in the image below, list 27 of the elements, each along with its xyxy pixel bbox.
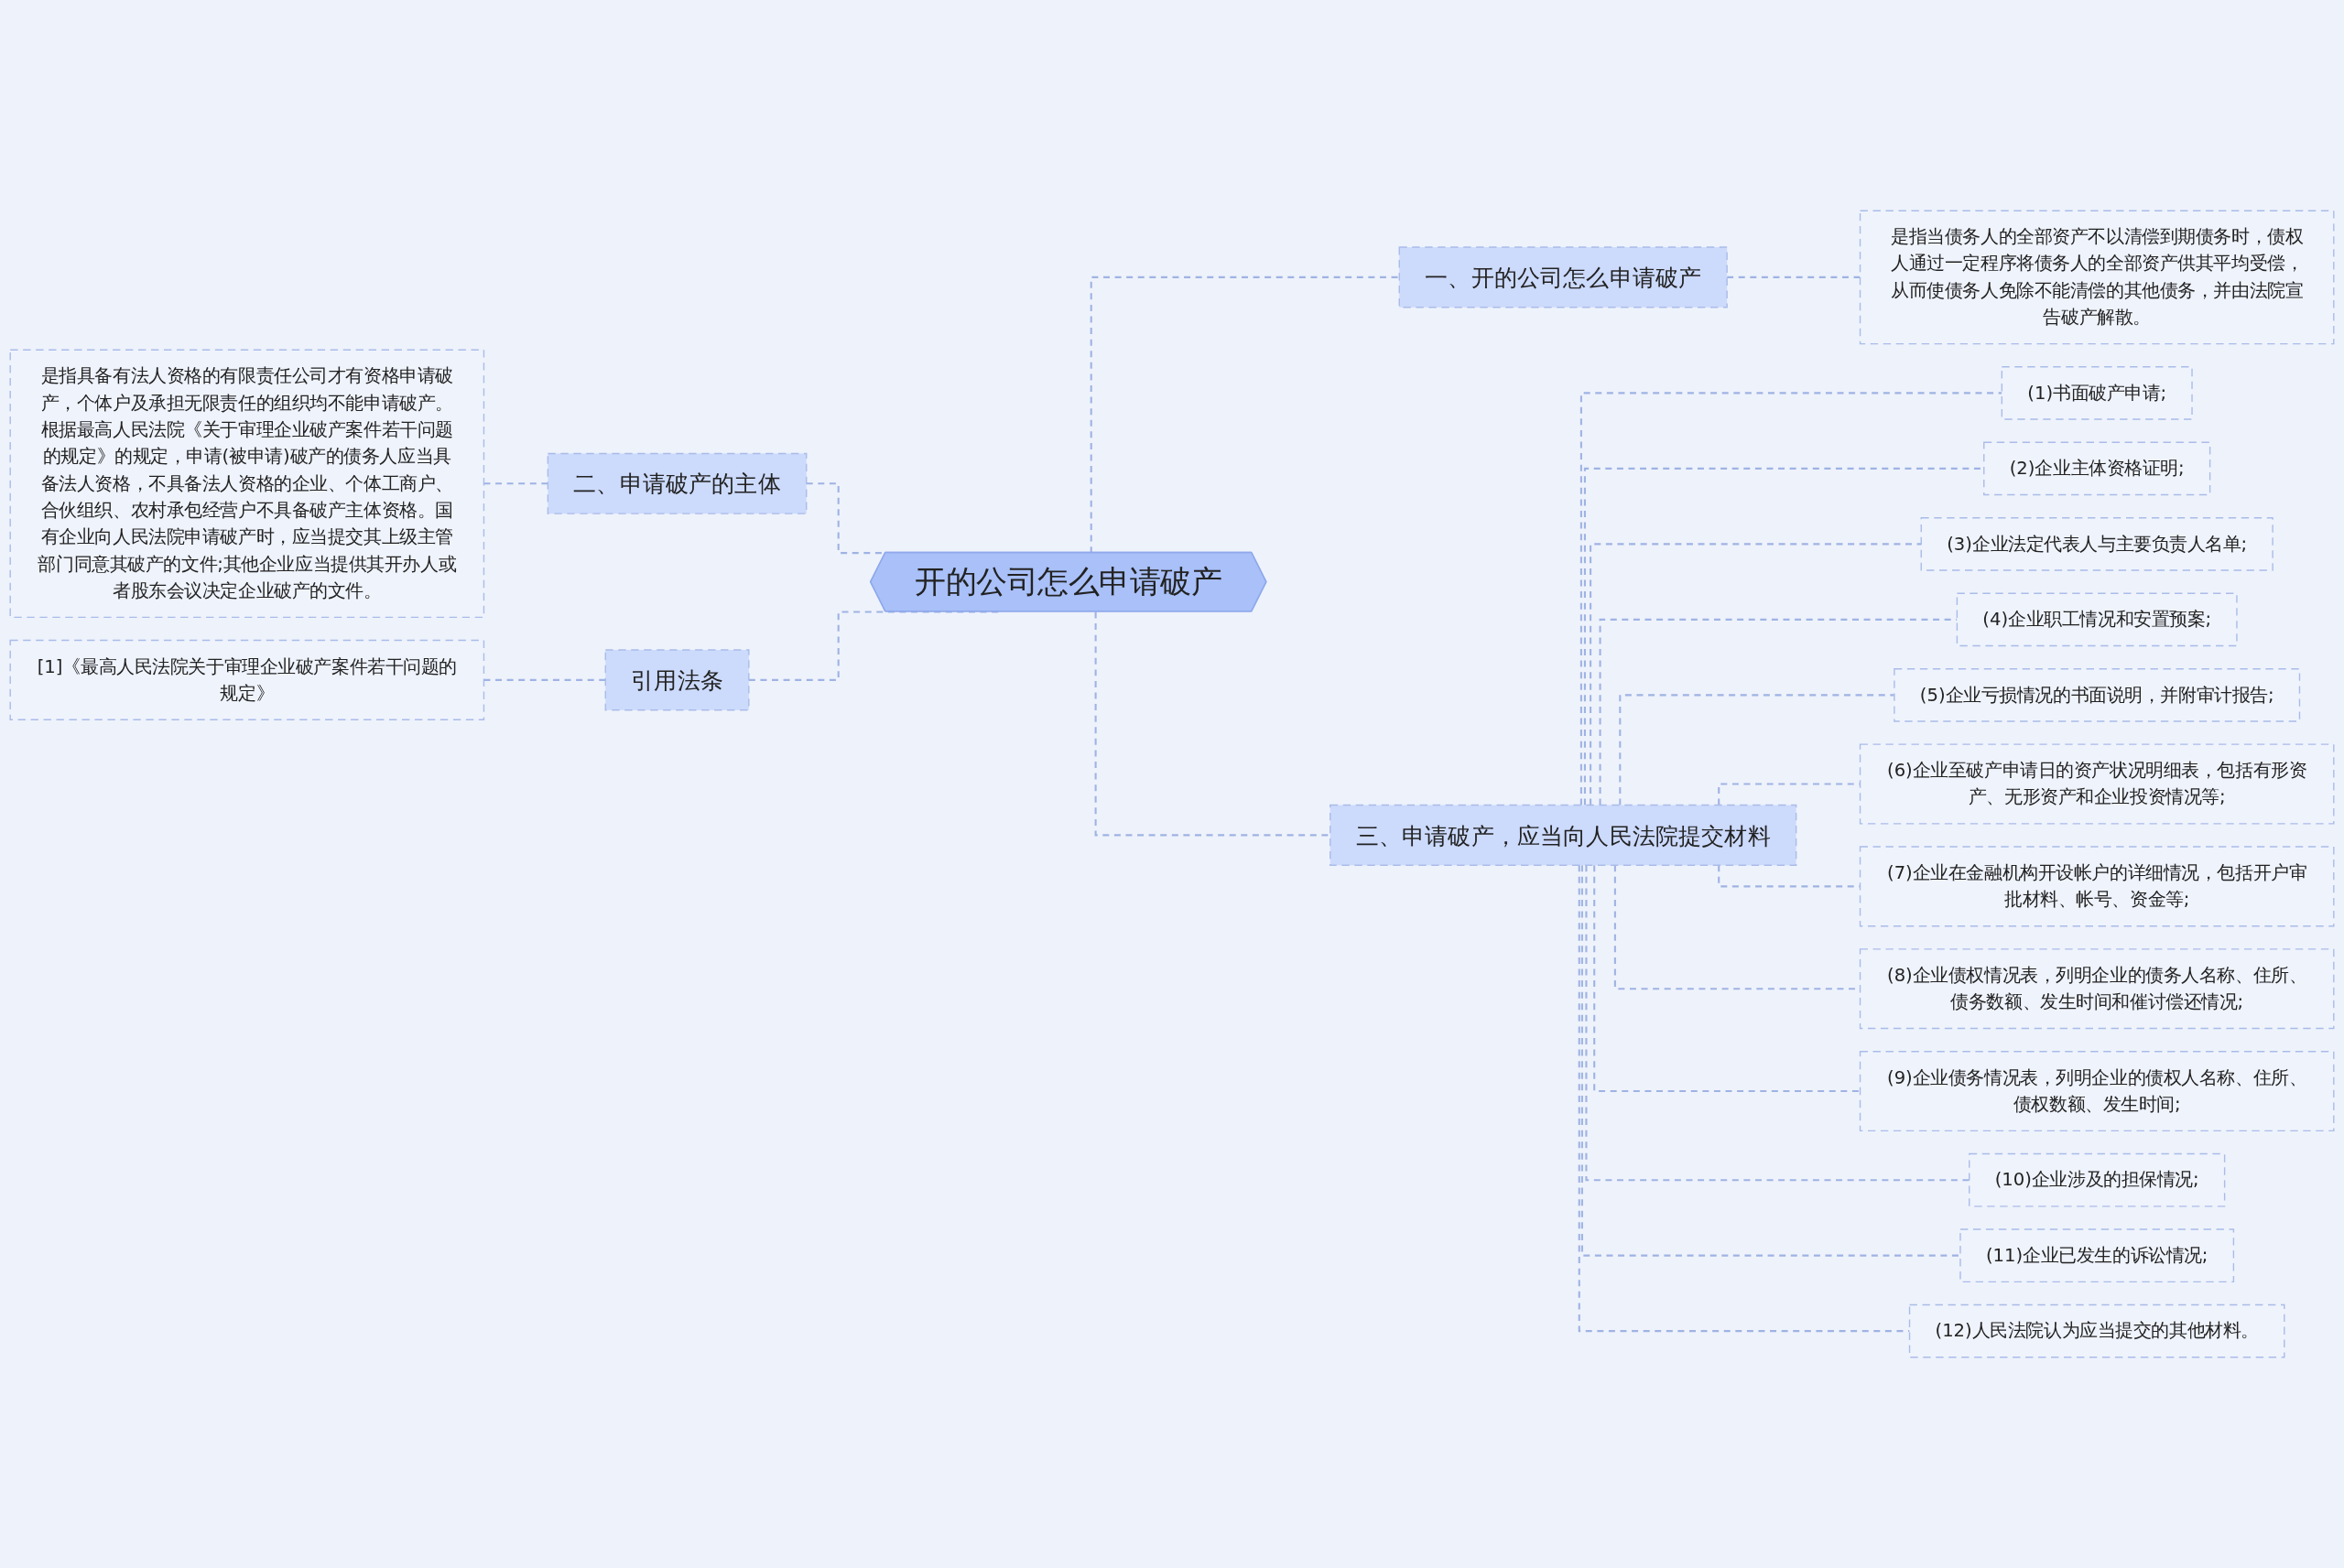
node-box: (11)企业已发生的诉讼情况; [1959,1228,2235,1283]
node-box: (10)企业涉及的担保情况; [1969,1152,2226,1207]
connector [1579,392,2002,806]
connector [1580,865,1960,1257]
node-box: 一、开的公司怎么申请破产 [1398,246,1728,308]
node-box: (5)企业亏损情况的书面说明，并附审计报告; [1894,667,2301,722]
node-box: (4)企业职工情况和安置预案; [1956,592,2238,647]
node-box: (6)企业至破产申请日的资产状况明细表，包括有形资产、无形资产和企业投资情况等; [1859,743,2335,825]
connector [1593,865,1861,1093]
node-box: 二、申请破产的主体 [547,452,808,514]
node-box: 三、申请破产，应当向人民法院提交材料 [1329,804,1797,866]
connector [1585,865,1970,1182]
node-box: (12)人民法院认为应当提交的其他材料。 [1908,1303,2285,1358]
connector [1590,543,1922,806]
node-box: (9)企业债务情况表，列明企业的债权人名称、住所、债权数额、发生时间; [1859,1051,2335,1132]
connector [1619,694,1894,806]
node-box: (7)企业在金融机构开设帐户的详细情况，包括开户审批材料、帐号、资金等; [1859,846,2335,927]
node-box: (8)企业债权情况表，列明企业的债务人名称、住所、债务数额、发生时间和催讨偿还情况; [1859,948,2335,1030]
node-box: (3)企业法定代表人与主要负责人名单; [1920,517,2273,571]
node-box: 引用法条 [604,649,750,711]
node-box: [1]《最高人民法院关于审理企业破产案件若干问题的规定》 [9,639,485,720]
connector [1090,276,1400,554]
node-box: 是指当债务人的全部资产不以清偿到期债务时，债权人通过一定程序将债务人的全部资产供其平均受偿，从而使债务人免除不能清偿的其他债务，并由法院宣告破产解散。 [1859,210,2335,345]
node-box: 是指具备有法人资格的有限责任公司才有资格申请破产，个体户及承担无限责任的组织均不能申请破产。根据最高人民法院《关于审理企业破产案件若干问题的规定》的规定，申请(被申请)破产的债务人应当具备法人资格，不具备法人资格的企业、个体工商户、合伙组织、农村承包经营户不具备破产主体资格。国有企业向人民法院申请破产时，应当提交其上级主管部门同意其破产的文件;其他企业应当提供其开办人或者股东会议决定企业破产的文件。 [9,349,485,619]
connector [1094,611,1330,837]
node-box: (1)书面破产申请; [2001,366,2193,420]
node-box: (2)企业主体资格证明; [1983,441,2211,496]
